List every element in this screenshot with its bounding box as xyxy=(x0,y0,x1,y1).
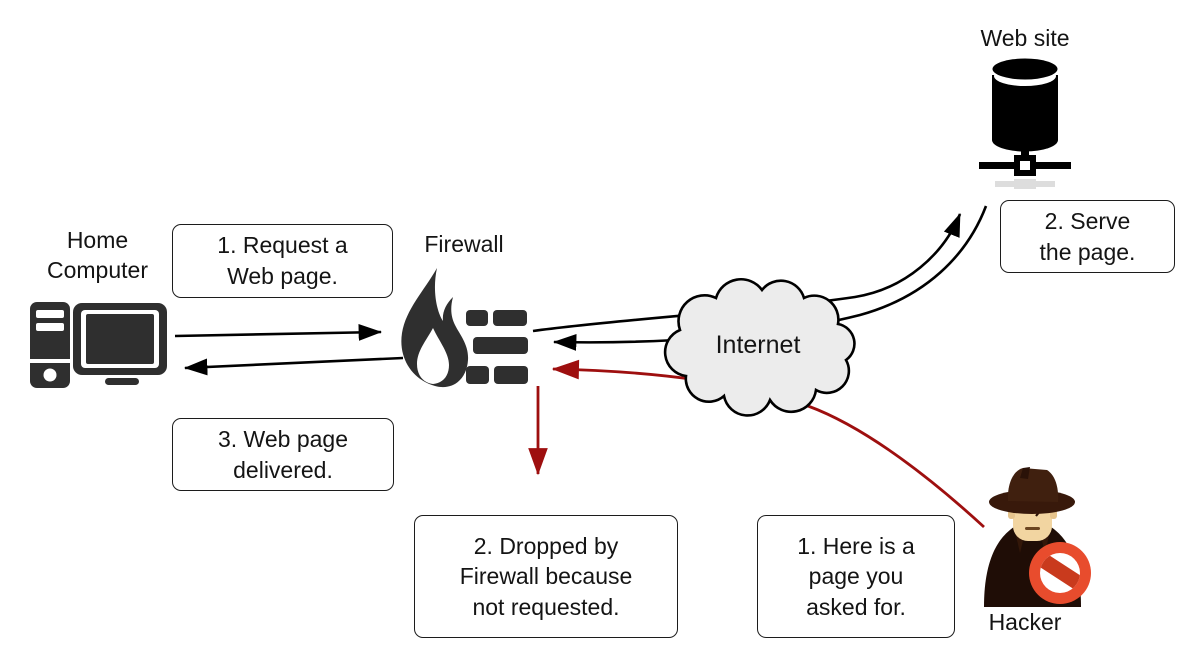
computer-to-firewall-arrow xyxy=(174,323,383,341)
firewall-to-computer-arrow xyxy=(183,356,404,376)
firewall-label: Firewall xyxy=(424,231,504,257)
website-label: Web site xyxy=(980,25,1070,51)
delivered-callout: 3. Web page delivered. xyxy=(172,418,394,491)
request-callout: 1. Request a Web page. xyxy=(172,224,393,298)
hacker-claim-callout: 1. Here is a page you asked for. xyxy=(757,515,955,638)
internet-label: Internet xyxy=(715,331,801,359)
flame-and-brick-wall-icon xyxy=(401,268,528,388)
database-server-icon xyxy=(979,58,1071,189)
home-computer-label: Home Computer xyxy=(47,227,148,283)
hacker-label: Hacker xyxy=(988,609,1062,635)
spy-with-prohibition-sign-icon xyxy=(984,467,1091,607)
cloud-icon xyxy=(663,277,856,417)
serve-to-firewall-arrow xyxy=(552,205,988,351)
serve-callout: 2. Serve the page. xyxy=(1000,200,1175,273)
dropped-callout: 2. Dropped by Firewall because not reque… xyxy=(414,515,678,638)
desktop-computer-icon xyxy=(30,302,167,388)
